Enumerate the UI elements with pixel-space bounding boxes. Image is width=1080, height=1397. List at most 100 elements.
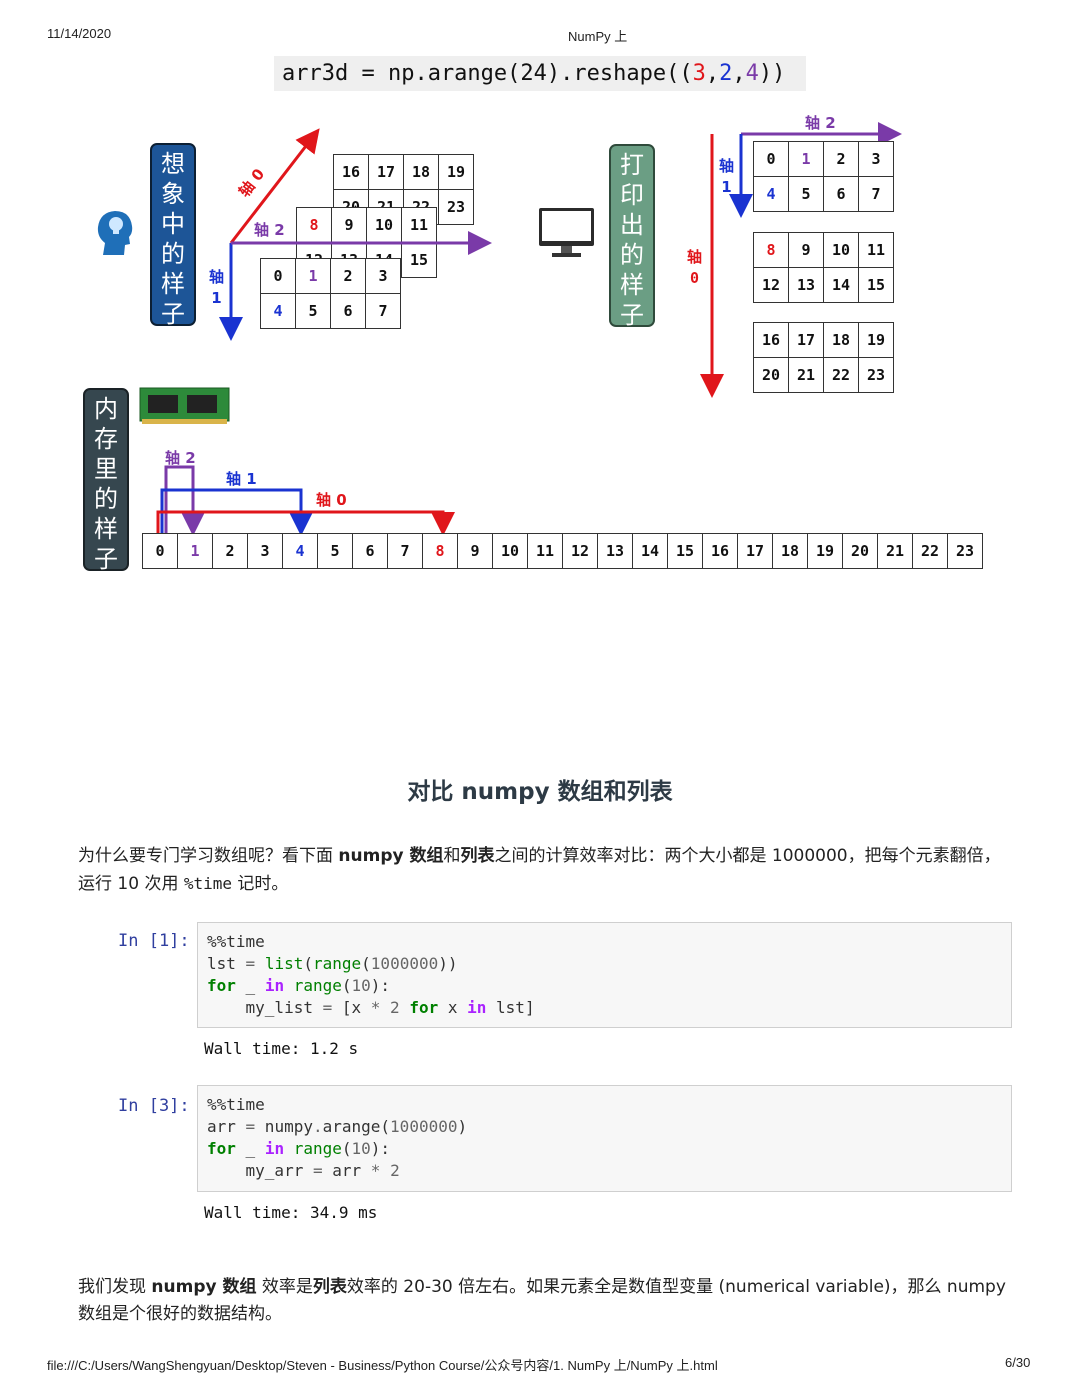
label-char: 打 [611, 150, 653, 180]
memory-cell: 21 [878, 534, 913, 569]
intro-paragraph: 为什么要专门学习数组呢？看下面 numpy 数组和列表之间的计算效率对比：两个大… [78, 843, 1008, 898]
printed-block1-cell: 9 [789, 233, 824, 268]
label-char: 存 [85, 424, 127, 454]
memory-cell: 14 [633, 534, 668, 569]
label-char: 样 [152, 269, 194, 299]
label-char: 想 [152, 149, 194, 179]
imagined-block1-cell: 8 [297, 208, 332, 243]
memory-axis2-bracket [166, 467, 193, 533]
memory-cell: 8 [423, 534, 458, 569]
printed-block2-cell: 23 [859, 358, 894, 393]
cell1-code[interactable]: %%time lst = list(range(1000000)) for _ … [197, 922, 1012, 1028]
conclusion-paragraph: 我们发现 numpy 数组 效率是列表效率的 20-30 倍左右。如果元素全是数… [78, 1274, 1008, 1328]
printed-block2-cell: 20 [754, 358, 789, 393]
monitor-icon [538, 207, 595, 259]
imagined-axis2-label: 轴 2 [254, 219, 285, 240]
cell2-code[interactable]: %%time arr = numpy.arange(1000000) for _… [197, 1085, 1012, 1192]
page-number: 6/30 [1005, 1355, 1030, 1370]
printed-block2-cell: 19 [859, 323, 894, 358]
memory-cell: 13 [598, 534, 633, 569]
memory-cell: 22 [913, 534, 948, 569]
label-char: 子 [85, 544, 127, 574]
memory-cell: 12 [563, 534, 598, 569]
printed-block0-cell: 5 [789, 177, 824, 212]
memory-cell: 4 [283, 534, 318, 569]
printed-block0-cell: 3 [859, 142, 894, 177]
memory-cell: 11 [528, 534, 563, 569]
memory-cell: 16 [703, 534, 738, 569]
imagined-block2-cell: 23 [439, 190, 474, 225]
printed-block1-cell: 11 [859, 233, 894, 268]
printed-block2-cell: 17 [789, 323, 824, 358]
imagined-block1-cell: 11 [402, 208, 437, 243]
imagined-block1-cell: 10 [367, 208, 402, 243]
thinking-head-icon [95, 209, 135, 257]
memory-cell: 17 [738, 534, 773, 569]
imagined-block0-cell: 6 [331, 294, 366, 329]
cell2-output: Wall time: 34.9 ms [204, 1203, 377, 1222]
label-char: 内 [85, 394, 127, 424]
imagined-block2-cell: 19 [439, 155, 474, 190]
printed-block0-cell: 0 [754, 142, 789, 177]
imagined-view-label: 想象中的样子 [150, 143, 196, 326]
memory-axis2-label: 轴 2 [165, 447, 196, 468]
printed-block0-cell: 1 [789, 142, 824, 177]
memory-cell: 0 [143, 534, 178, 569]
axis-arrows [0, 0, 1080, 700]
printed-block0-cell: 4 [754, 177, 789, 212]
printed-block1-cell: 14 [824, 268, 859, 303]
printed-block0-cell: 2 [824, 142, 859, 177]
printed-axis2-label: 轴 2 [805, 112, 836, 133]
label-char: 的 [85, 484, 127, 514]
cell1-prompt: In [1]: [118, 931, 190, 951]
memory-cell: 15 [668, 534, 703, 569]
memory-axis1-bracket [162, 490, 301, 533]
printed-block1-cell: 13 [789, 268, 824, 303]
imagined-block0-cell: 0 [261, 259, 296, 294]
printed-block2-cell: 22 [824, 358, 859, 393]
imagined-block0-cell: 1 [296, 259, 331, 294]
memory-axis0-bracket [158, 512, 443, 533]
label-char: 象 [152, 179, 194, 209]
label-char: 印 [611, 180, 653, 210]
memory-cell: 5 [318, 534, 353, 569]
label-char: 的 [152, 239, 194, 269]
printed-block2-cell: 16 [754, 323, 789, 358]
imagined-block0-cell: 3 [366, 259, 401, 294]
memory-cell: 1 [178, 534, 213, 569]
memory-cell: 18 [773, 534, 808, 569]
imagined-block2-cell: 18 [404, 155, 439, 190]
memory-cell: 23 [948, 534, 983, 569]
printed-block0-cell: 7 [859, 177, 894, 212]
memory-cell: 20 [843, 534, 878, 569]
imagined-block1-cell: 15 [402, 243, 437, 278]
label-char: 里 [85, 454, 127, 484]
imagined-axis0-label: 轴 0 [234, 164, 269, 201]
imagined-block2-cell: 17 [369, 155, 404, 190]
print-date: 11/14/2020 [47, 26, 111, 41]
label-char: 子 [152, 299, 194, 329]
imagined-block0-cell: 4 [261, 294, 296, 329]
label-char: 样 [85, 514, 127, 544]
label-char: 样 [611, 270, 653, 300]
printed-block2-cell: 18 [824, 323, 859, 358]
printed-block1-cell: 15 [859, 268, 894, 303]
printed-view-label: 打印出的样子 [609, 144, 655, 327]
memory-cell: 9 [458, 534, 493, 569]
memory-view-label: 内存里的样子 [83, 388, 129, 571]
cell1-output: Wall time: 1.2 s [204, 1039, 358, 1058]
memory-cell: 10 [493, 534, 528, 569]
printed-block1-cell: 10 [824, 233, 859, 268]
